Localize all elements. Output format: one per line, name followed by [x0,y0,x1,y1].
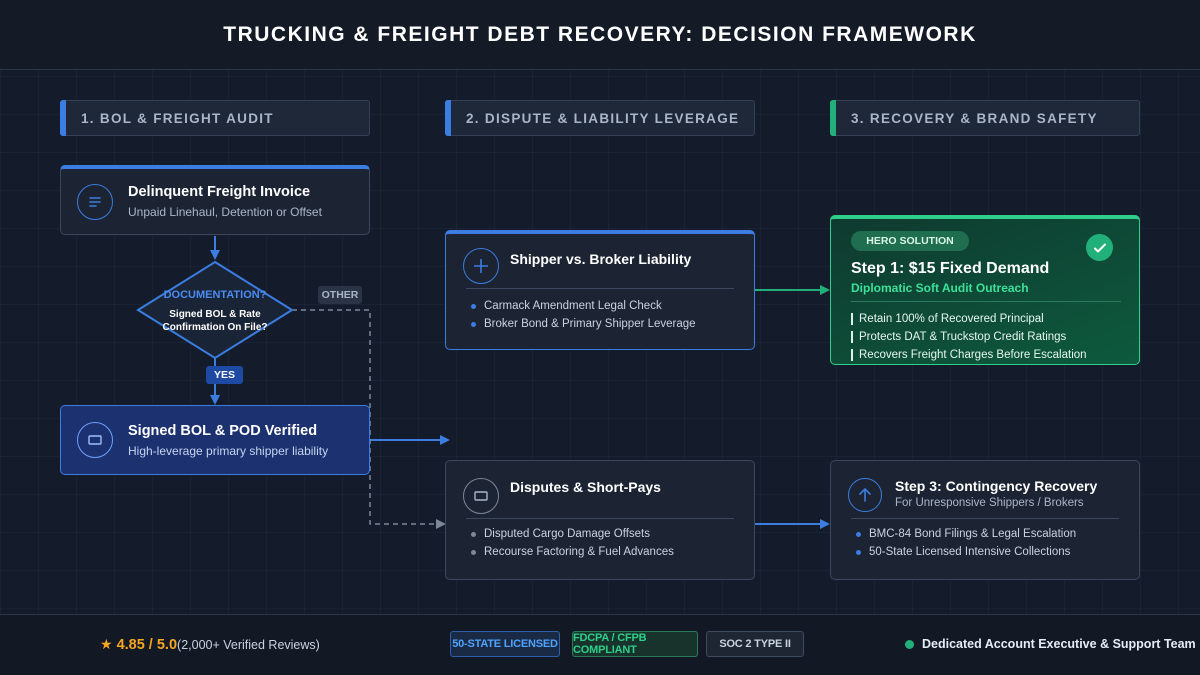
contingency-subtitle: For Unresponsive Shippers / Brokers [895,497,1084,509]
bullet-dot [471,321,476,327]
support-note: Dedicated Account Executive & Support Te… [905,637,1196,651]
card-divider [466,288,734,289]
list-item: BMC-84 Bond Filings & Legal Escalation [856,525,1076,543]
verified-subtitle: High-leverage primary shipper liability [128,444,329,458]
start-subtitle: Unpaid Linehaul, Detention or Offset [128,205,322,219]
license-badge: 50-STATE LICENSED [450,631,560,657]
square-icon [77,422,113,458]
disputes-title: Disputes & Short-Pays [510,479,661,495]
column-header-1: 1. BOL & FREIGHT AUDIT [60,100,370,136]
square-icon [463,478,499,514]
bullet-text: Disputed Cargo Damage Offsets [484,528,650,540]
arrow-up-icon [848,478,882,512]
bullet-dot [471,531,476,537]
hero-card: HERO SOLUTION Step 1: $15 Fixed Demand D… [830,215,1140,365]
card-divider [851,518,1119,519]
compliance-badge: FDCPA / CFPB COMPLIANT [572,631,698,657]
decision-diamond [136,260,294,360]
bullet-bar [851,313,853,325]
decision-label: DOCUMENTATION? [163,289,267,301]
bullet-text: Protects DAT & Truckstop Credit Ratings [859,331,1067,343]
other-badge: OTHER [318,286,362,304]
bullet-text: BMC-84 Bond Filings & Legal Escalation [869,528,1077,540]
list-item: Recovers Freight Charges Before Escalati… [851,346,1087,364]
bullet-text: Recovers Freight Charges Before Escalati… [859,349,1087,361]
support-text: Dedicated Account Executive & Support Te… [922,637,1196,651]
contingency-title: Step 3: Contingency Recovery [895,478,1098,494]
bullet-text: Carmack Amendment Legal Check [484,300,662,312]
list-item: Carmack Amendment Legal Check [471,297,696,315]
hero-title: Step 1: $15 Fixed Demand [851,260,1050,277]
verified-card: Signed BOL & POD Verified High-leverage … [60,405,370,475]
rating: ★ 4.85 / 5.0 (2,000+ Verified Reviews) [100,636,320,653]
liability-card: Shipper vs. Broker Liability Carmack Ame… [445,230,755,350]
card-divider [466,518,734,519]
column-accent-bar [445,100,451,136]
bullet-text: 50-State Licensed Intensive Collections [869,546,1071,558]
column-header-label: 1. BOL & FREIGHT AUDIT [81,110,274,126]
liability-bullets: Carmack Amendment Legal Check Broker Bon… [471,297,696,333]
bullet-dot [471,549,476,555]
bullet-dot [856,549,861,555]
page-title: TRUCKING & FREIGHT DEBT RECOVERY: DECISI… [223,22,977,46]
bullet-bar [851,331,853,343]
connector-other-dashed [292,309,446,529]
yes-badge: YES [206,366,243,384]
decision-question-line: Signed BOL & Rate [169,309,261,320]
list-item: Recourse Factoring & Fuel Advances [471,543,674,561]
bullet-bar [851,349,853,361]
column-header-2: 2. DISPUTE & LIABILITY LEVERAGE [445,100,755,136]
list-item: 50-State Licensed Intensive Collections [856,543,1076,561]
hero-badge: HERO SOLUTION [851,231,969,251]
hero-subtitle: Diplomatic Soft Audit Outreach [851,281,1029,295]
star-icon: ★ [100,636,113,652]
bullet-dot [471,303,476,309]
rating-value: 4.85 / 5.0 [116,637,178,653]
card-divider [851,301,1121,302]
check-icon [1086,234,1113,261]
header-bar: TRUCKING & FREIGHT DEBT RECOVERY: DECISI… [0,0,1200,70]
decision-question-line: Confirmation On File? [162,322,268,333]
decision-question: Signed BOL & Rate Confirmation On File? [145,308,285,334]
liability-title: Shipper vs. Broker Liability [510,251,692,267]
bullet-text: Retain 100% of Recovered Principal [859,313,1044,325]
list-item: Protects DAT & Truckstop Credit Ratings [851,328,1087,346]
start-title: Delinquent Freight Invoice [128,184,311,200]
contingency-card: Step 3: Contingency Recovery For Unrespo… [830,460,1140,580]
list-item: Retain 100% of Recovered Principal [851,310,1087,328]
column-accent-bar [830,100,836,136]
column-header-label: 3. RECOVERY & BRAND SAFETY [851,110,1098,126]
start-card: Delinquent Freight Invoice Unpaid Lineha… [60,165,370,235]
disputes-card: Disputes & Short-Pays Disputed Cargo Dam… [445,460,755,580]
plus-icon [463,248,499,284]
column-accent-bar [60,100,66,136]
verified-title: Signed BOL & POD Verified [128,423,318,439]
bullet-text: Broker Bond & Primary Shipper Leverage [484,318,696,330]
column-header-3: 3. RECOVERY & BRAND SAFETY [830,100,1140,136]
review-count: (2,000+ Verified Reviews) [177,638,320,652]
hero-bullets: Retain 100% of Recovered Principal Prote… [851,310,1087,364]
list-item: Disputed Cargo Damage Offsets [471,525,674,543]
status-dot-icon [905,639,914,649]
document-icon [77,184,113,220]
bullet-dot [856,531,861,537]
list-item: Broker Bond & Primary Shipper Leverage [471,315,696,333]
bullet-text: Recourse Factoring & Fuel Advances [484,546,674,558]
disputes-bullets: Disputed Cargo Damage Offsets Recourse F… [471,525,674,561]
soc2-badge: SOC 2 TYPE II [706,631,804,657]
contingency-bullets: BMC-84 Bond Filings & Legal Escalation 5… [856,525,1076,561]
column-header-label: 2. DISPUTE & LIABILITY LEVERAGE [466,110,740,126]
